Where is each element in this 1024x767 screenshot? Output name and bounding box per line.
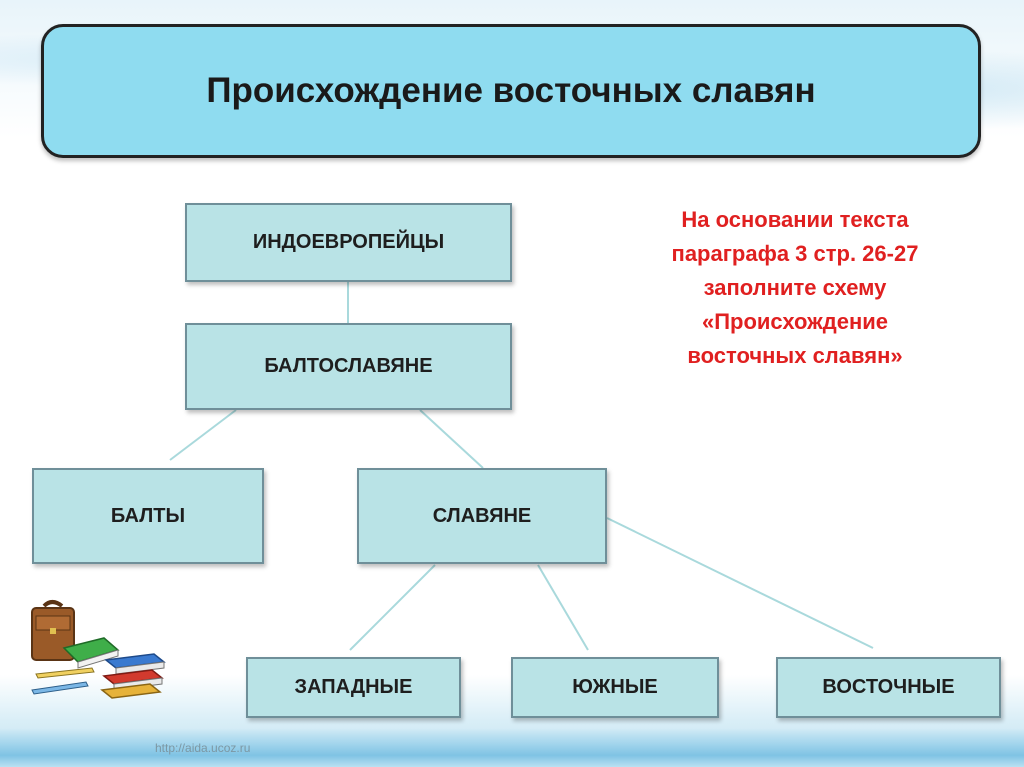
node-slavs: СЛАВЯНЕ [357, 468, 607, 564]
node-baltoslavs: БАЛТОСЛАВЯНЕ [185, 323, 512, 410]
page-title: Происхождение восточных славян [206, 71, 816, 110]
task-line: На основании текста [681, 207, 909, 232]
bottom-band [0, 728, 1024, 767]
book-icon [62, 637, 120, 669]
school-supplies-illustration [31, 600, 166, 699]
task-instructions: На основании текста параграфа 3 стр. 26-… [595, 203, 995, 373]
link-baltoslavs-slavs [419, 409, 484, 469]
link-slavs-eastern [606, 517, 874, 649]
node-indoeuropeans: ИНДОЕВРОПЕЙЦЫ [185, 203, 512, 282]
link-baltoslavs-balts [169, 409, 237, 461]
pencil-icon [31, 667, 95, 695]
link-slavs-southern [537, 564, 589, 651]
node-western: ЗАПАДНЫЕ [246, 657, 461, 718]
task-line: восточных славян» [687, 343, 903, 368]
node-balts: БАЛТЫ [32, 468, 264, 564]
task-line: «Происхождение [701, 309, 889, 334]
task-line: заполните схему [703, 275, 887, 300]
node-southern: ЮЖНЫЕ [511, 657, 719, 718]
book-stack-icon [100, 653, 166, 699]
briefcase-icon [31, 600, 75, 661]
node-eastern: ВОСТОЧНЫЕ [776, 657, 1001, 718]
link-slavs-western [349, 564, 436, 651]
title-banner: Происхождение восточных славян [41, 24, 981, 158]
footer-url: http://aida.ucoz.ru [155, 741, 251, 755]
task-line: параграфа 3 стр. 26-27 [671, 241, 919, 266]
